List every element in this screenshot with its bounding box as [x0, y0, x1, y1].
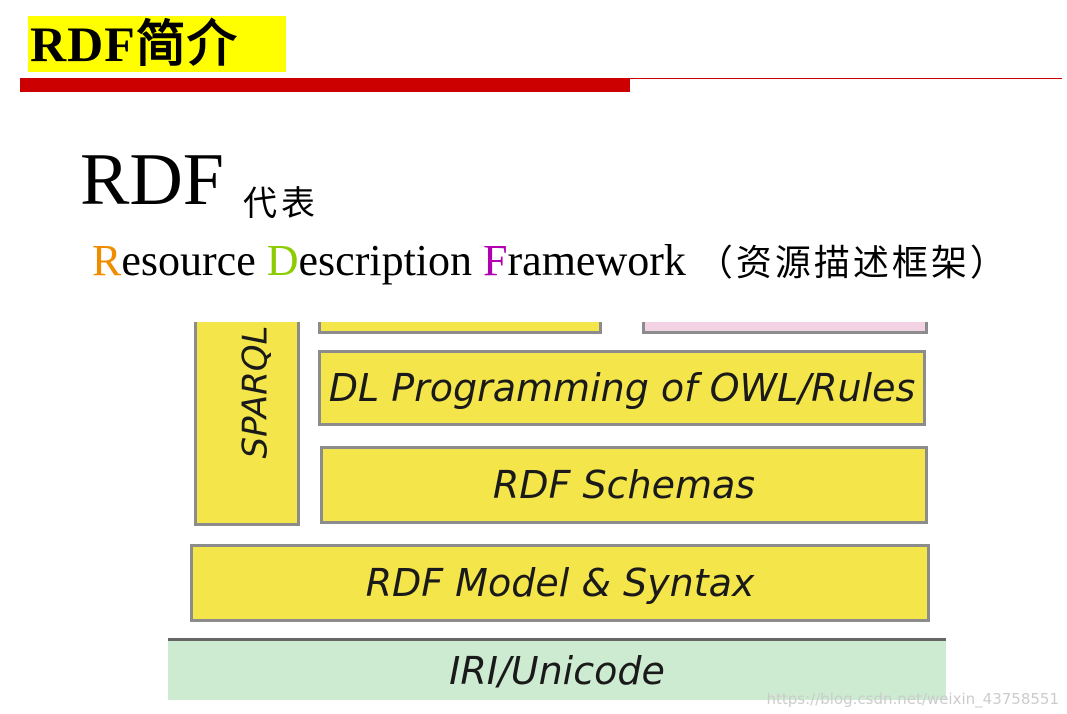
- sparql-layer: SPARQL: [194, 322, 300, 526]
- page-title: RDF简介: [30, 16, 238, 72]
- expansion-r-rest: esource: [121, 236, 267, 285]
- rdf-model-label: RDF Model & Syntax: [365, 561, 755, 605]
- cropped-layer-left: [318, 322, 602, 334]
- cropped-layer-right: [642, 322, 928, 334]
- expansion-f-rest: ramework: [507, 236, 686, 285]
- watermark: https://blog.csdn.net/weixin_43758551: [766, 690, 1059, 708]
- title-highlight: [28, 16, 286, 72]
- semantic-web-stack-diagram: SPARQL DL Programming of OWL/Rules RDF S…: [168, 322, 946, 700]
- expansion-d-initial: D: [266, 236, 299, 285]
- represents-label: 代表: [243, 184, 319, 224]
- expansion-chinese: （资源描述框架）: [696, 243, 1009, 284]
- rdf-schemas-layer: RDF Schemas: [320, 446, 928, 524]
- iri-unicode-layer: IRI/Unicode: [168, 638, 946, 700]
- rdf-expansion: Resource Description Framework （资源描述框架）: [92, 234, 1009, 291]
- expansion-r-initial: R: [92, 236, 122, 285]
- title-rule-thin: [630, 78, 1062, 79]
- title-rule-thick: [20, 78, 630, 92]
- expansion-d-rest: escription: [298, 236, 484, 285]
- rdf-acronym: RDF: [80, 139, 224, 221]
- dl-programming-layer: DL Programming of OWL/Rules: [318, 350, 926, 426]
- expansion-f-initial: F: [483, 236, 508, 285]
- rdf-model-layer: RDF Model & Syntax: [190, 544, 930, 622]
- rdf-schemas-label: RDF Schemas: [492, 463, 756, 507]
- iri-unicode-label: IRI/Unicode: [449, 648, 665, 693]
- sparql-label: SPARQL: [235, 325, 276, 459]
- dl-programming-label: DL Programming of OWL/Rules: [328, 366, 916, 410]
